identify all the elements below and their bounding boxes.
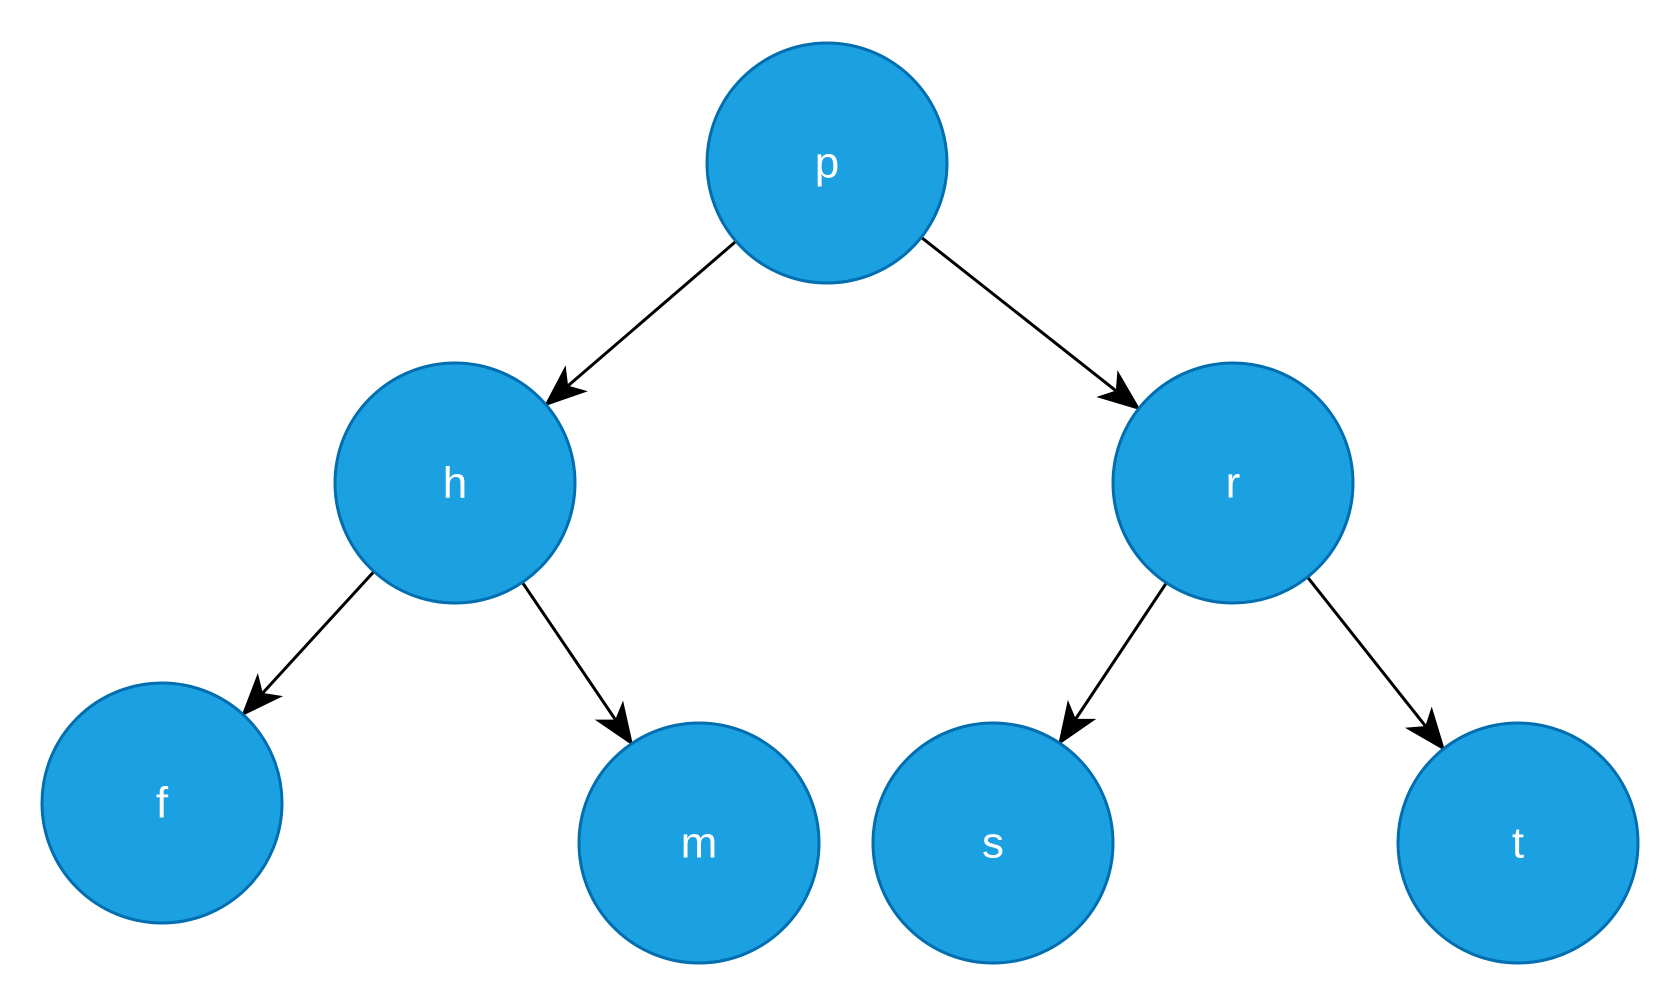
node-circle-m xyxy=(577,721,821,965)
node-label-p: p xyxy=(815,139,839,188)
edge-h-m xyxy=(521,581,618,722)
node-circle-f xyxy=(40,681,284,925)
tree-node-m[interactable]: m xyxy=(577,721,821,965)
tree-node-f[interactable]: f xyxy=(40,681,284,925)
node-circle-h xyxy=(333,361,577,605)
edge-r-t xyxy=(1306,576,1428,728)
tree-node-p[interactable]: p xyxy=(705,41,949,285)
arrowhead-h-m xyxy=(594,700,634,746)
arrowhead-r-s xyxy=(1058,699,1097,746)
nodes-layer: p h r f m s t xyxy=(40,41,1640,965)
node-circle-s xyxy=(871,721,1115,965)
edge-p-h xyxy=(566,240,738,388)
edges-layer xyxy=(241,236,1446,752)
tree-node-t[interactable]: t xyxy=(1396,721,1640,965)
edge-p-r xyxy=(920,236,1118,393)
node-label-f: f xyxy=(156,779,169,828)
tree-node-r[interactable]: r xyxy=(1111,361,1355,605)
edge-r-s xyxy=(1073,582,1168,721)
node-label-h: h xyxy=(443,459,467,508)
node-circle-r xyxy=(1111,361,1355,605)
tree-node-h[interactable]: h xyxy=(333,361,577,605)
node-label-s: s xyxy=(982,819,1004,868)
arrowhead-r-t xyxy=(1404,706,1446,752)
node-label-m: m xyxy=(681,819,718,868)
tree-node-s[interactable]: s xyxy=(871,721,1115,965)
arrowhead-h-f xyxy=(241,672,284,717)
node-label-t: t xyxy=(1512,819,1524,868)
node-circle-p xyxy=(705,41,949,285)
node-label-r: r xyxy=(1226,459,1241,508)
edge-h-f xyxy=(260,570,376,695)
node-circle-t xyxy=(1396,721,1640,965)
arrowhead-p-h xyxy=(543,365,588,407)
arrowhead-p-r xyxy=(1096,370,1141,411)
